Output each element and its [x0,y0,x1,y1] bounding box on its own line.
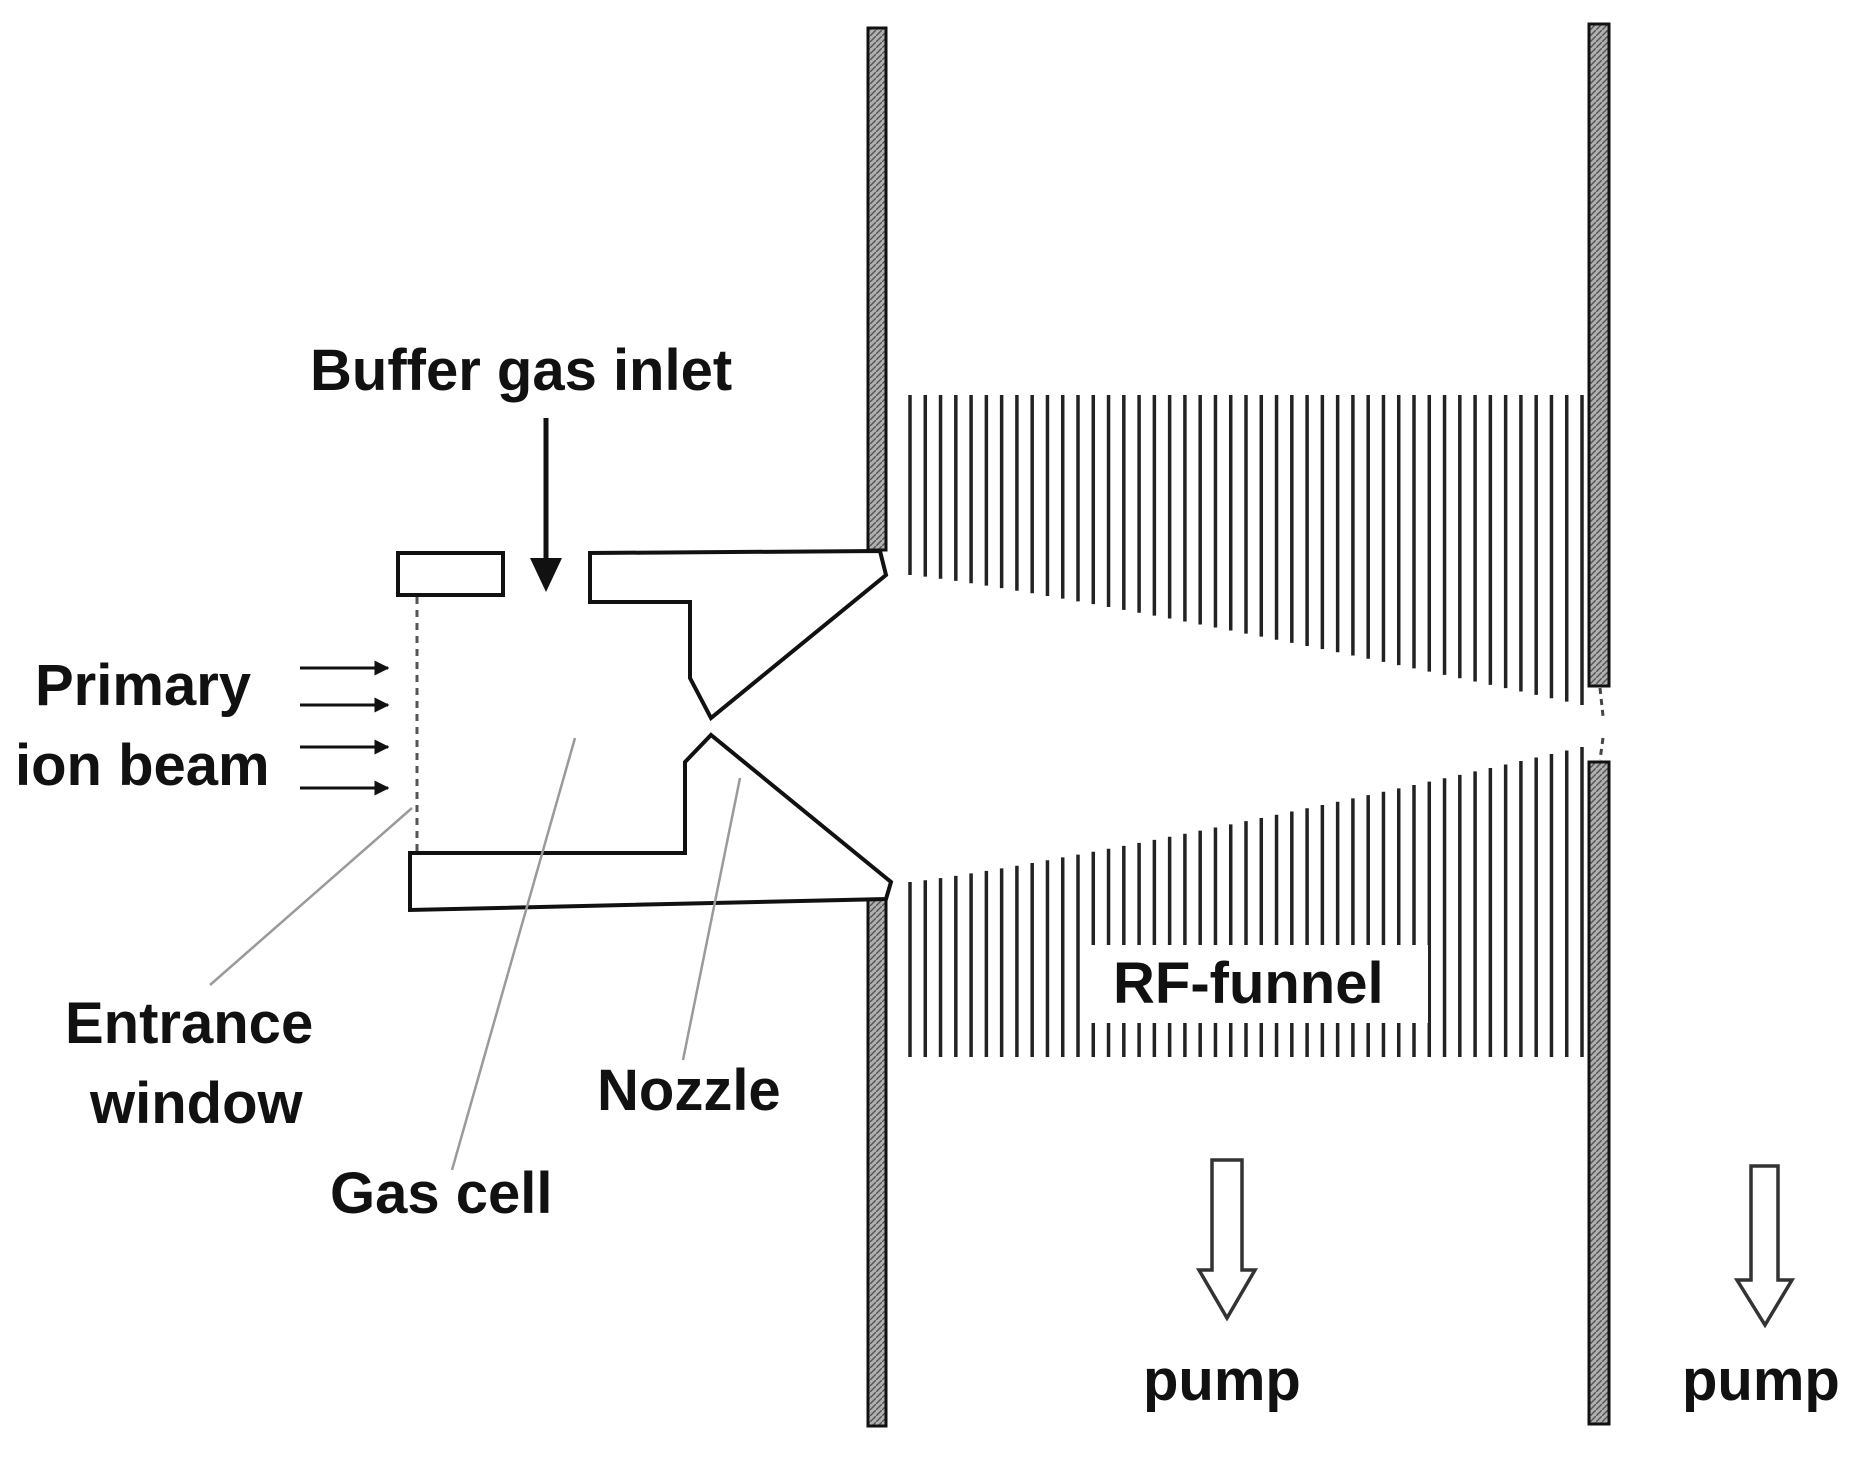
rf-funnel-upper-electrodes [908,395,1584,705]
entrance-window-label-line2: window [89,1071,304,1136]
entrance-window-label-line1: Entrance [65,991,313,1056]
extraction-orifice-dash-upper [1598,687,1605,717]
rf-funnel-label: RF-funnel [1113,951,1384,1016]
gas-cell-leader [450,737,577,1171]
right-vacuum-wall-lower [1587,760,1611,1426]
pump-label-right: pump [1682,1348,1840,1413]
extraction-orifice-dash-lower [1598,737,1605,761]
buffer-gas-inlet-arrowhead [530,558,562,592]
primary-ion-beam-label-line2: ion beam [15,733,270,798]
rf-funnel-label-bg [1088,945,1428,1023]
gas-cell-top-left-block [396,551,505,597]
gas-cell-upper-body [588,548,889,722]
primary-ion-beam-label-line1: Primary [35,653,251,718]
gas-cell-label: Gas cell [330,1161,552,1226]
nozzle-label: Nozzle [597,1058,781,1123]
pump-arrow-right [1733,1164,1796,1329]
entrance-window-leader [209,807,413,986]
pump-label-left: pump [1143,1348,1301,1413]
primary-ion-beam-arrows [300,660,390,796]
pump-arrow-left [1195,1158,1259,1322]
left-vacuum-wall-lower [866,896,888,1428]
buffer-gas-inlet-label: Buffer gas inlet [310,338,732,403]
right-vacuum-wall-upper [1587,22,1611,688]
left-vacuum-wall-upper [866,26,888,552]
nozzle-leader [681,777,742,1061]
gas-cell-lower-body [408,732,894,913]
